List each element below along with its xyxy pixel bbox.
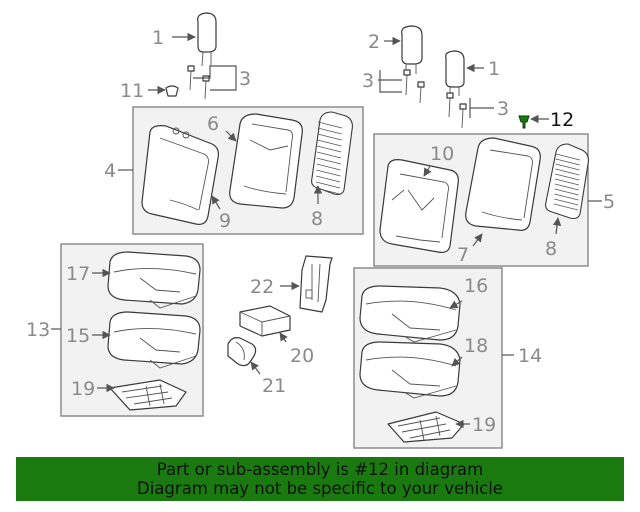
bolts-part-3-left	[187, 65, 210, 100]
cushion-cover-part-16	[359, 285, 461, 343]
seat-back-cover-part-10	[379, 159, 459, 253]
callout-7: 7	[457, 244, 469, 266]
callout-16: 16	[464, 275, 488, 297]
callout-8-right: 8	[545, 238, 557, 260]
parts-diagram: 1 3 11 2 3 1 3 12 4 6 9 8 10 5 7 8 17 22…	[26, 12, 615, 449]
callout-15: 15	[66, 325, 90, 347]
callout-1-right: 1	[488, 58, 500, 80]
callout-8-left: 8	[311, 208, 323, 230]
module-part-20	[239, 305, 291, 337]
callout-4: 4	[104, 160, 116, 182]
banner-line-1: Part or sub-assembly is #12 in diagram	[156, 460, 484, 479]
callout-13: 13	[26, 319, 50, 341]
frame-part-19-right	[387, 411, 465, 443]
callout-17: 17	[66, 263, 90, 285]
callout-21: 21	[262, 375, 286, 397]
bracket-part-22	[299, 255, 333, 313]
callout-12: 12	[550, 109, 574, 131]
callout-10: 10	[430, 143, 454, 165]
callout-22: 22	[250, 276, 274, 298]
callout-1-left: 1	[152, 27, 164, 49]
cushion-cover-part-17	[107, 251, 201, 309]
frame-part-19-left	[109, 379, 187, 411]
seat-back-pad-part-8-right	[545, 143, 589, 220]
seat-back-part-7	[465, 137, 541, 231]
seat-back-cover-part-9	[141, 125, 219, 225]
headrest-part-2	[401, 25, 423, 74]
cover-part-21	[227, 337, 257, 367]
cushion-part-18	[359, 341, 461, 399]
callout-6: 6	[207, 113, 219, 135]
callout-3-right: 3	[497, 98, 509, 120]
callout-19-left: 19	[71, 378, 95, 400]
headrest-part-1-right	[445, 50, 465, 96]
callout-11: 11	[120, 80, 144, 102]
callout-3-left: 3	[239, 68, 251, 90]
callout-18: 18	[464, 335, 488, 357]
callout-9: 9	[219, 210, 231, 232]
leader-lines	[51, 32, 602, 429]
callout-20: 20	[290, 345, 314, 367]
bolts-part-3-right	[403, 69, 467, 129]
headrest-part-1-left	[197, 12, 217, 67]
callout-14: 14	[518, 345, 542, 367]
info-banner: Part or sub-assembly is #12 in diagram D…	[16, 457, 624, 501]
clip-part-12	[518, 115, 530, 129]
seat-back-part-6	[229, 113, 303, 209]
banner-line-2: Diagram may not be specific to your vehi…	[137, 479, 503, 498]
cushion-part-15	[107, 311, 201, 369]
callout-2: 2	[368, 31, 380, 53]
callout-5: 5	[603, 191, 615, 213]
plug-part-11	[165, 85, 179, 97]
callout-19-right: 19	[472, 414, 496, 436]
callout-3-mid: 3	[362, 70, 374, 92]
